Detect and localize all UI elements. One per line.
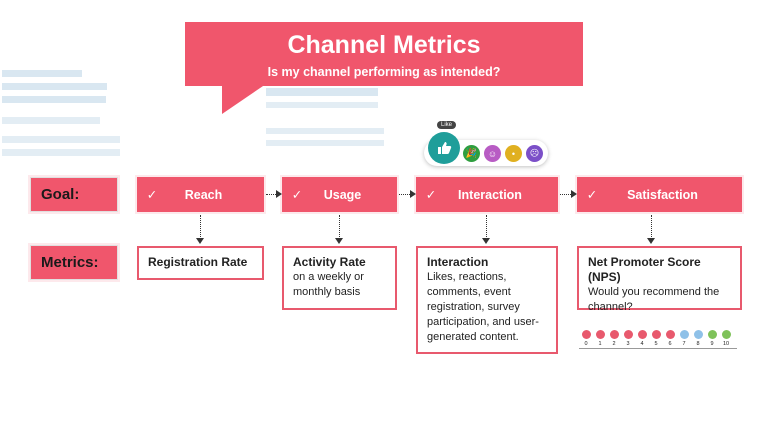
page-subtitle: Is my channel performing as intended? [267,65,501,79]
metrics-label-text: Metrics: [41,254,99,271]
goal-label-text: Goal: [41,186,80,203]
nps-face-icon [581,330,591,339]
check-icon: ✓ [425,188,437,202]
nps-number: 6 [668,341,672,347]
nps-face-icon [665,330,675,339]
down-arrow [647,215,655,244]
nps-face-icon [651,330,661,339]
stage-interaction: ✓ Interaction [416,177,558,212]
metric-body: Would you recommend the channel? [588,286,720,313]
stage-satisfaction: ✓ Satisfaction [577,177,742,212]
nps-number: 1 [598,341,602,347]
nps-number: 2 [612,341,616,347]
metric-heading: Net Promoter Score (NPS) [588,255,701,284]
metric-box-activity: Activity Rate on a weekly or monthly bas… [282,246,397,310]
check-icon: ✓ [291,188,303,202]
down-arrow [335,215,343,244]
nps-face-icon [707,330,717,339]
connector-arrow [266,190,282,198]
nps-face-icon [721,330,731,339]
stage-usage: ✓ Usage [282,177,397,212]
nps-number: 9 [710,341,714,347]
nps-number: 3 [626,341,630,347]
check-icon: ✓ [146,188,158,202]
page-title: Channel Metrics [287,31,481,59]
nps-face-icon [609,330,619,339]
nps-number: 5 [654,341,658,347]
goal-row-label: Goal: [30,177,118,212]
metric-heading: Activity Rate [293,255,366,269]
like-tooltip: Like [437,121,457,129]
stage-label: Interaction [458,187,522,202]
nps-number: 4 [640,341,644,347]
party-icon[interactable]: 🎉 [463,145,480,162]
nps-face-icon [623,330,633,339]
metrics-row-label: Metrics: [30,245,118,280]
nps-scale: 0 1 2 3 4 5 6 7 8 9 10 [579,330,739,354]
check-icon: ✓ [586,188,598,202]
metric-heading: Registration Rate [148,255,248,269]
title-banner [185,22,583,86]
stage-label: Reach [184,187,223,202]
nps-face-icon [693,330,703,339]
stage-label: Satisfaction [627,187,698,202]
nps-number: 0 [584,341,588,347]
metric-box-registration: Registration Rate [137,246,264,280]
faded-background-text-left [2,70,120,156]
speech-tail [222,84,266,114]
nps-face-icon [679,330,689,339]
connector-arrow [399,190,416,198]
heart-eyes-icon[interactable]: ☺ [484,145,501,162]
stage-reach: ✓ Reach [137,177,264,212]
faded-background-text-center [266,88,384,146]
metric-body: Likes, reactions, comments, event regist… [427,271,539,343]
nps-face-icon [637,330,647,339]
nps-number: 10 [722,341,730,347]
nps-number: 8 [696,341,700,347]
stage-label: Usage [323,187,362,202]
nps-face-icon [595,330,605,339]
sad-icon[interactable]: ☹ [526,145,543,162]
connector-arrow [560,190,577,198]
metric-body: on a weekly or monthly basis [293,271,364,298]
down-arrow [482,215,490,244]
metric-heading: Interaction [427,255,489,269]
nps-number: 7 [682,341,686,347]
down-arrow [196,215,204,244]
metric-box-interaction: Interaction Likes, reactions, comments, … [416,246,558,354]
surprised-icon[interactable]: • [505,145,522,162]
thumbs-up-icon[interactable] [428,132,460,164]
metric-box-nps: Net Promoter Score (NPS) Would you recom… [577,246,742,313]
